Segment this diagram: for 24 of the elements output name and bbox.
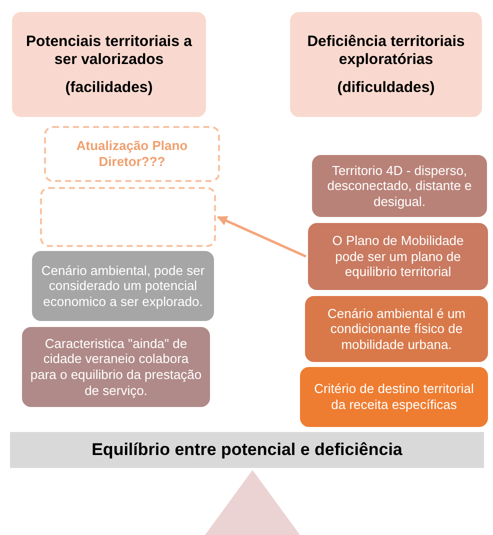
- box-text: Cenário ambiental é um condicionante físico de mobilidade urbana.: [326, 306, 467, 352]
- dashed-box: [40, 187, 216, 247]
- text-box: [300, 367, 488, 427]
- text-box: [32, 251, 214, 321]
- beam-text: Equilíbrio entre potencial e deficiência: [92, 440, 402, 460]
- box-text: Atualização Plano Diretor???: [75, 138, 189, 170]
- header-text: Deficiência territoriais exploratórias: [306, 32, 466, 68]
- balance-beam: [10, 432, 484, 468]
- header-box: [290, 12, 482, 117]
- header-text: (facilidades): [65, 78, 153, 96]
- box-text: Cenário ambiental, pode ser considerado um potencial economico a ser explorado.: [40, 262, 206, 310]
- header-box: [12, 12, 206, 117]
- text-box: [312, 155, 487, 217]
- box-text: Caracteristica "ainda" de cidade veraneio colabora para o equilibrio da prestação de serviço.: [30, 336, 202, 398]
- box-text: O Plano de Mobilidade pode ser um plano de equilibrio territorial: [331, 233, 465, 280]
- box-text: Critério de destino territorial da receita específicas: [313, 381, 475, 413]
- text-box: [305, 296, 488, 362]
- header-text: (dificuldades): [337, 78, 435, 96]
- dashed-box: [44, 126, 220, 182]
- header-text: Potenciais territoriais a ser valorizados: [25, 32, 193, 68]
- text-box: [308, 223, 488, 290]
- box-text: Territorio 4D - disperso, desconectado, distante e desigual.: [326, 162, 473, 210]
- text-box: [22, 327, 210, 407]
- arrow: [217, 216, 307, 258]
